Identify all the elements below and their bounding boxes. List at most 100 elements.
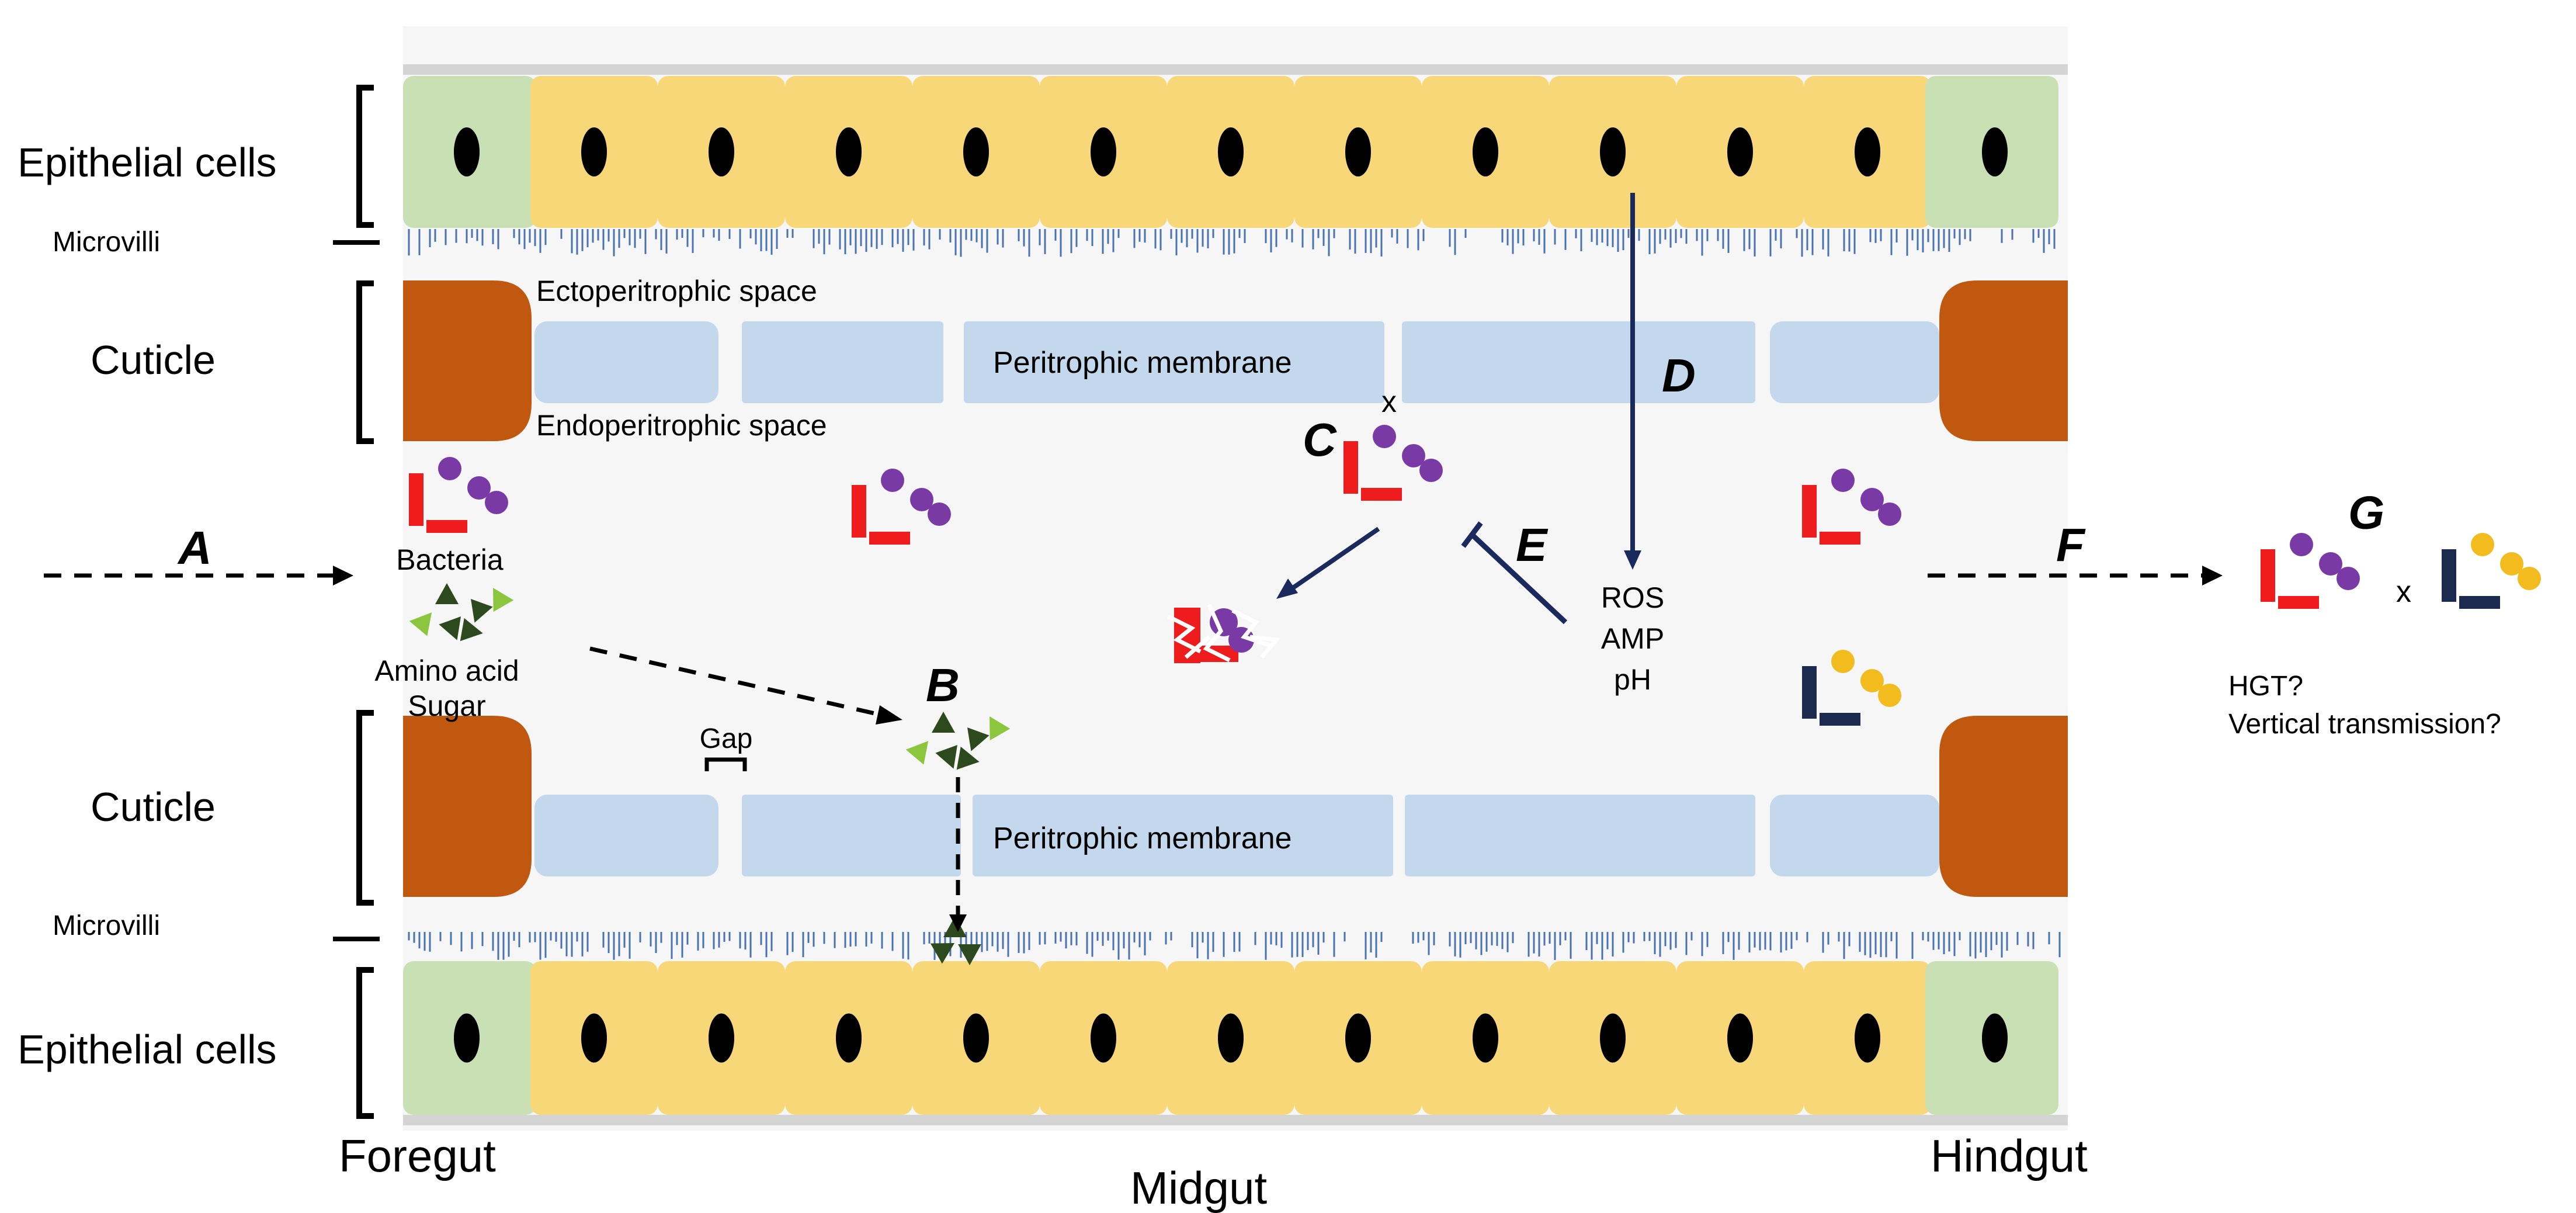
step-d: D	[1662, 349, 1696, 401]
nucleus	[1345, 1013, 1371, 1063]
bacteria-cluster-left	[409, 457, 508, 533]
label-foregut: Foregut	[339, 1130, 496, 1181]
nutrient-triangle	[439, 616, 461, 640]
bacterium-rod	[1361, 488, 1402, 501]
bacterium-rod	[1820, 532, 1860, 545]
coccus	[928, 502, 951, 526]
nucleus	[1091, 1013, 1116, 1063]
lysis-marks	[1167, 604, 1280, 663]
label-ph: pH	[1614, 663, 1651, 696]
nucleus	[581, 1013, 607, 1063]
coccus	[438, 457, 461, 480]
nucleus	[1982, 127, 2008, 176]
nucleus	[1473, 127, 1498, 176]
arrow-nutrient-to-b	[589, 646, 902, 725]
nucleus	[1218, 127, 1244, 176]
coccus	[1878, 684, 1901, 707]
coccus	[1831, 469, 1855, 492]
arrow-b-down	[949, 777, 967, 932]
cuticle-top-left	[403, 280, 532, 441]
coccus	[2518, 567, 2541, 590]
bacteria-cluster-g-navy	[2442, 533, 2541, 609]
step-b: B	[926, 659, 960, 711]
bracket-cuticle-top	[356, 280, 374, 444]
coccus	[1419, 459, 1443, 482]
microvilli-top	[408, 229, 2056, 257]
nutrient-triangle	[493, 587, 514, 612]
coccus	[2500, 552, 2523, 576]
nucleus	[709, 127, 734, 176]
nutrient-triangle	[470, 599, 493, 623]
coccus	[2337, 567, 2360, 590]
pm-segment	[964, 321, 1384, 403]
cuticle-top-right	[1939, 280, 2068, 441]
coccus	[467, 476, 491, 500]
nucleus	[836, 127, 862, 176]
bacterium-rod	[2261, 549, 2275, 602]
bacterium-rod	[426, 520, 467, 533]
inhibition-e	[1461, 521, 1568, 625]
nucleus	[454, 1013, 480, 1063]
label-amino-acid: Amino acid	[374, 654, 519, 687]
nucleus	[1600, 1013, 1626, 1063]
bacterium-rod	[869, 532, 910, 545]
bacterium-rod	[1802, 485, 1817, 538]
coccus	[910, 488, 933, 511]
nutrient-triangle	[409, 612, 432, 636]
pm-segment	[1405, 795, 1755, 876]
coccus	[2319, 552, 2342, 576]
pm-segment	[742, 795, 961, 876]
nutrient-triangle	[943, 916, 967, 937]
peritrophic-membrane-top	[534, 321, 1939, 403]
label-hgt: HGT?	[2228, 671, 2303, 702]
microvilli-bottom	[408, 932, 2061, 960]
label-ros: ROS	[1601, 581, 1664, 614]
bracket-cuticle-bottom	[356, 710, 374, 906]
bacterium-rod	[2278, 596, 2319, 609]
nutrient-triangle	[958, 944, 981, 965]
nutrient-triangle	[932, 712, 955, 733]
bacteria-cluster-mid	[852, 469, 951, 545]
bacteria-cluster-c	[1343, 425, 1443, 501]
nutrient-triangle	[460, 618, 483, 642]
label-microvilli-top: Microvilli	[53, 227, 160, 258]
label-vertical-transmission: Vertical transmission?	[2228, 709, 2501, 740]
lysed-bacterium	[1167, 604, 1280, 663]
nucleus	[1600, 127, 1626, 176]
arrow-f	[1928, 566, 2223, 585]
pm-segment	[973, 795, 1393, 876]
bacterium-rod	[1343, 441, 1358, 494]
label-epithelial-bottom: Epithelial cells	[18, 1027, 277, 1072]
label-midgut: Midgut	[1130, 1162, 1267, 1213]
label-microvilli-bottom: Microvilli	[53, 910, 160, 941]
gap-marker	[704, 757, 747, 771]
label-cuticle-bottom: Cuticle	[91, 784, 216, 830]
gut-top-border	[403, 64, 2068, 75]
bracket-epithelial-top	[356, 85, 374, 228]
nutrient-triangle	[935, 745, 958, 769]
nucleus	[1727, 1013, 1753, 1063]
nucleus	[836, 1013, 862, 1063]
nutrient-cluster-b	[905, 712, 1011, 770]
step-g: G	[2348, 487, 2384, 539]
gut-bottom-border	[403, 1115, 2068, 1125]
bacterium-rod	[1820, 713, 1860, 726]
coccus	[2290, 533, 2313, 556]
coccus	[1860, 669, 1884, 692]
nucleus	[1855, 1013, 1880, 1063]
arrow-a	[44, 566, 353, 585]
nucleus	[1727, 127, 1753, 176]
nutrient-triangle	[930, 943, 955, 964]
coccus	[2471, 533, 2494, 556]
coccus	[485, 491, 508, 514]
label-amp: AMP	[1601, 622, 1664, 655]
epithelial-layer-bottom	[403, 961, 2058, 1115]
label-cuticle-top: Cuticle	[91, 337, 216, 383]
bacterium-rod	[1802, 666, 1817, 719]
nucleus	[1982, 1013, 2008, 1063]
arrow-c-to-lysis	[1276, 526, 1380, 599]
pm-segment	[534, 321, 718, 403]
symbol-x-c: x	[1381, 385, 1397, 419]
bacteria-cluster-g-red	[2261, 533, 2360, 609]
label-epithelial-top: Epithelial cells	[18, 140, 277, 185]
